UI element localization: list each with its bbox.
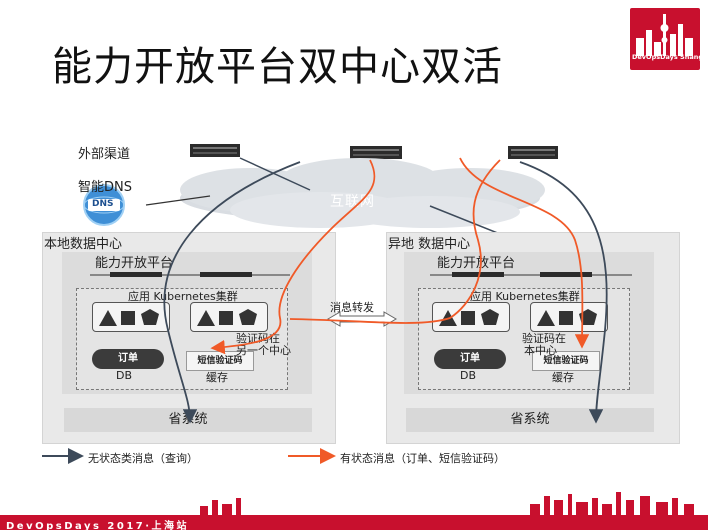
- legend-stateful-label: 有状态消息（订单、短信验证码）: [340, 452, 505, 465]
- footer-band: [0, 515, 708, 530]
- local-datacenter-title: 本地数据中心: [44, 237, 123, 252]
- footer-caption: DevOpsDays 2017·上海站: [6, 521, 190, 532]
- server-icon: [350, 146, 402, 159]
- local-platform-title: 能力开放平台: [95, 256, 174, 271]
- local-note-line1: 验证码在: [236, 332, 280, 345]
- dns-globe-icon: [83, 184, 125, 226]
- remote-db-label: DB: [460, 369, 477, 382]
- remote-province-system: 省系统: [406, 408, 654, 432]
- local-cache-label: 缓存: [206, 371, 228, 384]
- page-title: 能力开放平台双中心双活: [52, 44, 503, 90]
- smart-dns-label: 智能DNS: [78, 180, 132, 195]
- remote-platform-title: 能力开放平台: [437, 256, 516, 271]
- devopsdays-logo: [630, 8, 700, 70]
- remote-note-line2: 本中心: [524, 344, 557, 357]
- message-forward-arrow: [327, 311, 397, 327]
- skyline-icon: [636, 14, 693, 56]
- local-cluster-label: 应用 Kubernetes集群: [128, 290, 238, 303]
- local-db-label: DB: [116, 369, 133, 382]
- local-order-db: 订单: [92, 349, 164, 369]
- remote-note-line1: 验证码在: [522, 332, 566, 345]
- remote-order-db: 订单: [434, 349, 506, 369]
- server-icon: [508, 146, 558, 159]
- dns-badge: DNS: [92, 199, 114, 209]
- logo-caption: DevOpsDays Shanghai: [632, 53, 708, 61]
- remote-cache-label: 缓存: [552, 371, 574, 384]
- server-icon: [190, 144, 240, 157]
- pod-shapes: [99, 309, 597, 326]
- local-note-line2: 另一个中心: [236, 344, 291, 357]
- remote-sms-cache: 短信验证码: [532, 351, 600, 371]
- remote-cluster-label: 应用 Kubernetes集群: [470, 290, 580, 303]
- remote-datacenter-title: 异地 数据中心: [388, 237, 471, 252]
- footer-skyline-icon: [200, 492, 694, 515]
- external-channel-label: 外部渠道: [78, 147, 131, 162]
- legend-stateless-label: 无状态类消息（查询）: [88, 452, 198, 465]
- message-forward-label: 消息转发: [330, 301, 374, 314]
